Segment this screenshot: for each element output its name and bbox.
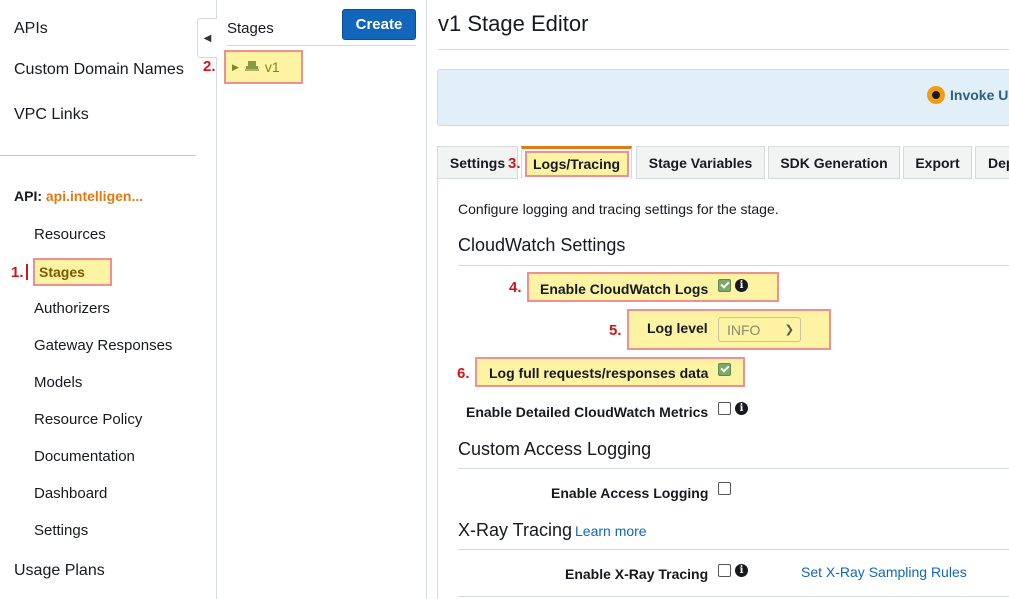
step-marker-5: 5. xyxy=(609,322,622,339)
create-stage-button[interactable]: Create xyxy=(342,9,416,40)
access-logging-divider xyxy=(458,468,1009,469)
detailed-metrics-checkbox[interactable] xyxy=(718,402,731,415)
tab-settings[interactable]: Settings xyxy=(437,146,518,179)
stages-panel xyxy=(217,0,427,599)
invoke-url-label[interactable]: Invoke U xyxy=(950,87,1009,103)
logs-description: Configure logging and tracing settings f… xyxy=(458,201,779,217)
tab-export[interactable]: Export xyxy=(903,146,972,179)
step-marker-2: 2. xyxy=(203,58,216,75)
api-name[interactable]: api.intelligen... xyxy=(45,188,144,204)
custom-access-logging-heading: Custom Access Logging xyxy=(458,439,652,459)
invoke-url-banner xyxy=(437,69,1009,126)
nav-item-stages[interactable]: Stages xyxy=(33,258,112,286)
enable-cloudwatch-logs-label: Enable CloudWatch Logs xyxy=(540,281,709,297)
nav-item-resources[interactable]: Resources xyxy=(34,226,106,243)
enable-access-logging-label: Enable Access Logging xyxy=(551,485,709,501)
xray-tracing-heading: X-Ray Tracing xyxy=(458,520,573,540)
step-marker-6: 6. xyxy=(457,365,470,382)
step-marker-4: 4. xyxy=(509,279,522,296)
info-dot-icon xyxy=(927,86,945,104)
stage-label: v1 xyxy=(264,59,280,75)
step-marker-3: 3. xyxy=(508,155,521,172)
log-level-value: INFO xyxy=(727,321,761,338)
xray-bottom-divider xyxy=(458,596,1009,597)
log-full-data-label: Log full requests/responses data xyxy=(489,365,709,381)
tab-logs-tracing[interactable]: Logs/Tracing xyxy=(521,146,632,179)
log-level-select[interactable]: INFO ❯ xyxy=(718,317,801,342)
log-level-label: Log level xyxy=(647,320,708,336)
editor-title-divider xyxy=(438,49,1009,50)
step-marker-1: 1. xyxy=(11,264,24,281)
xray-sampling-rules-link[interactable]: Set X-Ray Sampling Rules xyxy=(801,564,967,580)
tab-sdk-generation[interactable]: SDK Generation xyxy=(768,146,900,179)
tab-stage-variables[interactable]: Stage Variables xyxy=(636,146,765,179)
step-1-caret xyxy=(26,264,28,280)
panel-border xyxy=(437,178,438,599)
api-prefix: API: xyxy=(14,188,42,204)
stage-tree-item-v1[interactable]: ▶ v1 xyxy=(224,50,303,84)
xray-divider xyxy=(458,549,1009,550)
nav-item-models[interactable]: Models xyxy=(34,374,83,391)
nav-item-apis[interactable]: APIs xyxy=(14,20,48,37)
nav-item-dashboard[interactable]: Dashboard xyxy=(34,485,108,502)
caret-left-icon: ◀ xyxy=(203,32,212,44)
nav-item-resource-policy[interactable]: Resource Policy xyxy=(34,411,143,428)
editor-title: v1 Stage Editor xyxy=(438,11,589,36)
enable-access-logging-checkbox[interactable] xyxy=(718,482,731,495)
cloudwatch-divider xyxy=(458,265,1009,266)
nav-item-usage-plans[interactable]: Usage Plans xyxy=(14,562,105,579)
log-full-data-checkbox[interactable] xyxy=(718,363,731,376)
learn-more-link[interactable]: Learn more xyxy=(575,523,647,539)
chevron-down-icon: ❯ xyxy=(784,324,794,336)
info-icon[interactable]: i xyxy=(735,279,748,292)
enable-xray-tracing-label: Enable X-Ray Tracing xyxy=(565,566,709,582)
cloudwatch-settings-heading: CloudWatch Settings xyxy=(458,235,626,255)
info-icon[interactable]: i xyxy=(735,402,748,415)
stages-heading: Stages xyxy=(227,20,274,37)
tab-deployment-history[interactable]: Dep xyxy=(975,146,1009,179)
nav-item-custom-domain-names[interactable]: Custom Domain Names xyxy=(14,61,184,78)
nav-divider xyxy=(0,155,196,156)
nav-item-settings[interactable]: Settings xyxy=(34,522,89,539)
nav-item-vpc-links[interactable]: VPC Links xyxy=(14,106,89,123)
collapse-nav-button[interactable]: ◀ xyxy=(197,18,217,58)
tab-logs-tracing-label: Logs/Tracing xyxy=(524,150,629,177)
expand-caret-icon[interactable]: ▶ xyxy=(232,61,239,72)
enable-cloudwatch-logs-checkbox[interactable] xyxy=(718,279,731,292)
stage-icon xyxy=(244,59,259,75)
stages-divider xyxy=(227,45,416,46)
nav-item-gateway-responses[interactable]: Gateway Responses xyxy=(34,337,173,354)
api-label: API: api.intelligen... xyxy=(14,188,143,204)
info-icon[interactable]: i xyxy=(735,564,748,577)
nav-item-authorizers[interactable]: Authorizers xyxy=(34,300,110,317)
detailed-metrics-label: Enable Detailed CloudWatch Metrics xyxy=(466,404,709,420)
left-nav: APIs Custom Domain Names VPC Links API: … xyxy=(0,0,217,599)
enable-xray-tracing-checkbox[interactable] xyxy=(718,564,731,577)
log-full-data-row xyxy=(475,357,745,387)
nav-item-documentation[interactable]: Documentation xyxy=(34,448,135,465)
